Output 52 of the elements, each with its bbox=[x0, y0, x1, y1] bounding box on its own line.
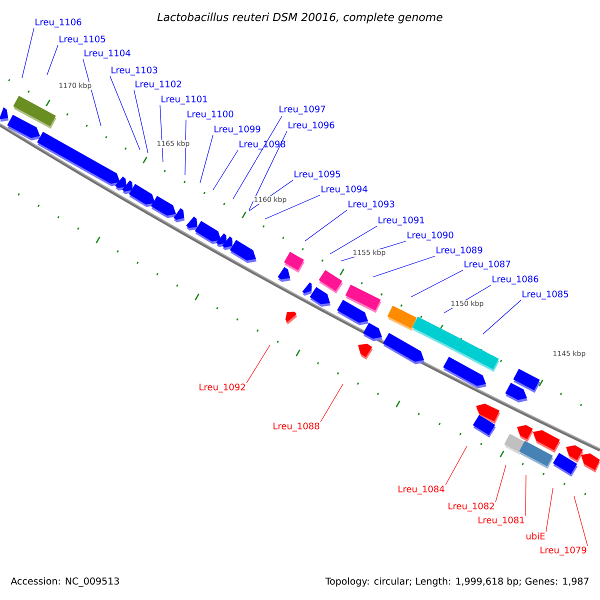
gene-label: Lreu_1099 bbox=[214, 126, 260, 134]
gene-label: Lreu_1086 bbox=[492, 276, 538, 284]
gene-label: Lreu_1104 bbox=[84, 50, 130, 58]
leader-line bbox=[525, 474, 526, 516]
gene-label: Lreu_1100 bbox=[188, 110, 234, 120]
leader-line bbox=[46, 44, 58, 76]
gene-label: Lreu_1085 bbox=[522, 290, 568, 300]
gene-label: Lreu_1087 bbox=[464, 260, 510, 270]
leader-line bbox=[410, 270, 464, 298]
leader-line bbox=[330, 226, 378, 254]
leader-line bbox=[372, 256, 436, 278]
gene-label: Lreu_1091 bbox=[378, 216, 424, 226]
title: Lactobacillus reuteri DSM 20016, complete genome bbox=[157, 12, 442, 24]
gene-label: Lreu_1089 bbox=[436, 246, 482, 256]
gene-label: Lreu_1106 bbox=[36, 18, 82, 28]
leader-line bbox=[246, 344, 270, 384]
gene-label: Lreu_1088 bbox=[274, 422, 320, 432]
leader-line bbox=[22, 28, 34, 78]
gene-label: Lreu_1082 bbox=[448, 502, 494, 512]
leader-line bbox=[200, 134, 214, 184]
leader-line bbox=[495, 464, 506, 502]
gene-label: Lreu_1105 bbox=[60, 36, 106, 44]
gene-label: Lreu_1081 bbox=[478, 516, 524, 526]
gene-label: Lreu_1097 bbox=[280, 106, 326, 114]
leader-line bbox=[320, 384, 344, 422]
leader-line bbox=[304, 210, 348, 242]
gene-label: ubiE bbox=[526, 532, 545, 540]
gene-label: Lreu_1102 bbox=[136, 80, 181, 90]
leader-line bbox=[482, 300, 522, 334]
footer-text: Topology: circular; Length: 1,999,618 bp; Genes: 1,987 bbox=[325, 577, 588, 587]
gene-label: Lreu_1094 bbox=[322, 186, 368, 194]
leader-line bbox=[264, 194, 320, 220]
leader-line bbox=[546, 488, 554, 532]
gene-label: Lreu_1093 bbox=[348, 200, 394, 210]
leader-line bbox=[232, 116, 282, 200]
gene-label: Lreu_1095 bbox=[294, 170, 340, 180]
leader-line bbox=[134, 90, 148, 154]
leader-line bbox=[110, 76, 140, 150]
leader-line bbox=[574, 496, 588, 546]
leader-line bbox=[82, 58, 102, 126]
gene-label: Lreu_1096 bbox=[288, 122, 334, 130]
gene-label: Lreu_1101 bbox=[162, 96, 208, 104]
gene-label: Lreu_1103 bbox=[112, 66, 158, 76]
gene-label: Lreu_1084 bbox=[398, 486, 444, 494]
gene-label: Lreu_1079 bbox=[540, 546, 586, 556]
leader-line bbox=[248, 130, 288, 210]
leader-line bbox=[160, 104, 164, 162]
gene-label: Lreu_1090 bbox=[408, 232, 454, 240]
leader-line bbox=[212, 150, 238, 190]
footer-text: Accession: NC_009513 bbox=[10, 577, 119, 587]
leader-line bbox=[445, 446, 468, 486]
gene-label: Lreu_1092 bbox=[200, 384, 245, 392]
